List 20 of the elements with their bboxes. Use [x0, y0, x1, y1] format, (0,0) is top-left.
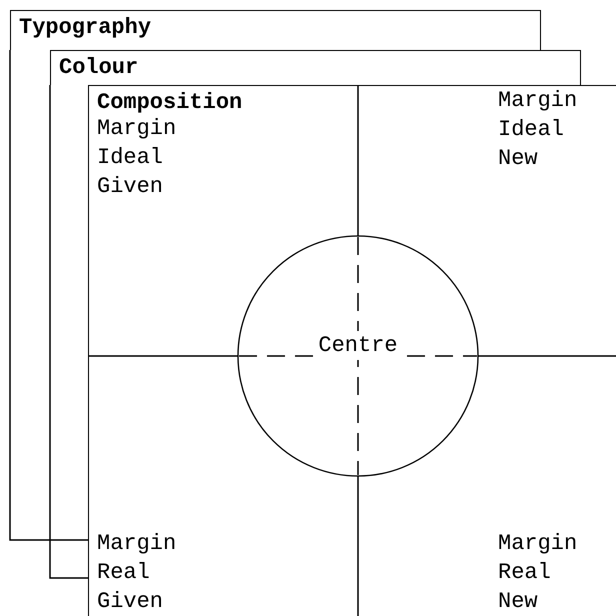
quadrant-label: Real [498, 559, 551, 587]
quadrant-label: Margin [97, 530, 176, 558]
quadrant-label: Ideal [97, 144, 164, 172]
centre-label: Centre [318, 331, 398, 360]
quadrant-label: New [498, 145, 538, 173]
centre-circle [237, 235, 479, 477]
layer-title: Colour [59, 54, 138, 82]
layer-frame [10, 10, 541, 50]
quadrant-label: Real [97, 559, 150, 587]
layer-title: Composition [97, 89, 242, 117]
layer-frame [50, 50, 581, 85]
quadrant-label: Margin [498, 530, 578, 558]
layer-frame [88, 85, 616, 616]
quadrant-label: Given [97, 173, 164, 201]
quadrant-label: Ideal [498, 116, 564, 144]
quadrant-label: New [498, 588, 538, 616]
quadrant-label: Margin [97, 115, 176, 143]
quadrant-label: Given [97, 588, 164, 616]
quadrant-label: Margin [498, 87, 578, 115]
layer-title: Typography [19, 14, 152, 42]
